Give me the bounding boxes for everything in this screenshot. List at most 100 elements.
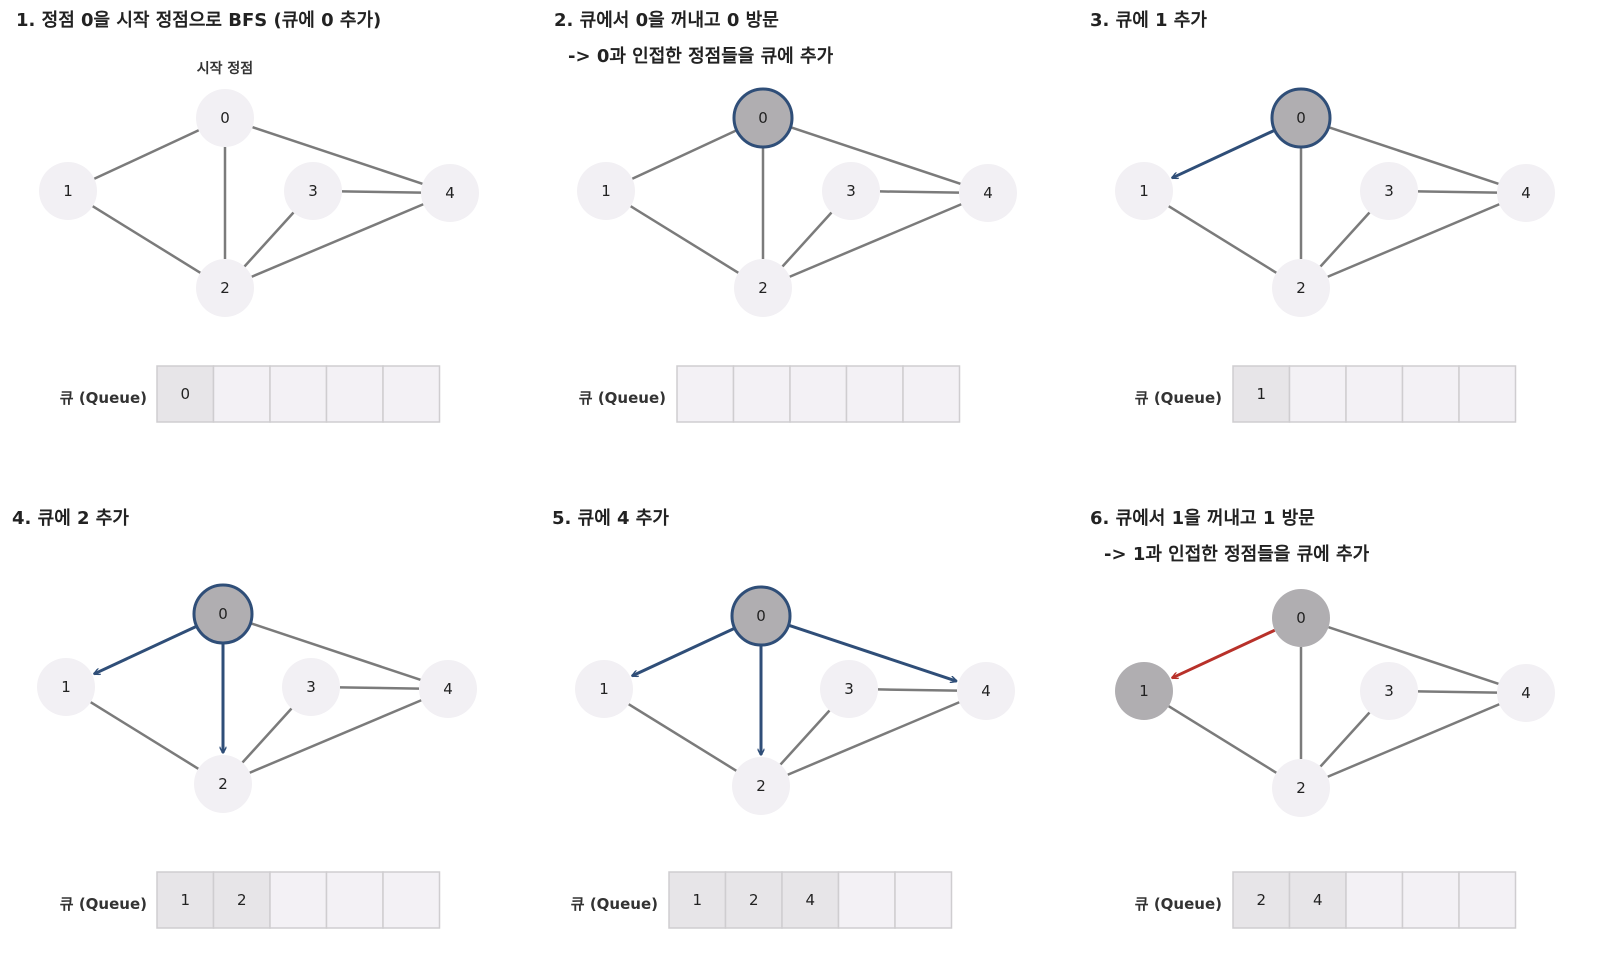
queue-cell-value: 4 (805, 891, 815, 909)
vertex-1 (37, 658, 95, 716)
edge-0-1 (631, 129, 738, 180)
edge-0-4 (1328, 125, 1499, 186)
vertex-0-label: 0 (218, 605, 228, 623)
vertex-2-label: 2 (758, 279, 768, 297)
vertex-4-label: 4 (1521, 184, 1531, 202)
vertex-0-label: 0 (1296, 109, 1306, 127)
vertex-1-label: 1 (63, 182, 73, 200)
step-title: 5. 큐에 4 추가 (552, 508, 669, 529)
queue-cell (382, 871, 441, 929)
edge-1-2 (630, 205, 739, 274)
step-subtitle: -> 0과 인접한 정점들을 큐에 추가 (568, 46, 834, 67)
queue-cell (1458, 871, 1517, 929)
vertex-2 (194, 755, 252, 813)
vertex-3 (822, 162, 880, 220)
queue-cell (325, 365, 384, 423)
edge-2-4 (1327, 703, 1500, 778)
queue-cell (837, 871, 896, 929)
vertex-0-label: 0 (1296, 609, 1306, 627)
bfs-step-panel: 2. 큐에서 0을 꺼내고 0 방문-> 0과 인접한 정점들을 큐에 추가01… (554, 10, 1017, 423)
vertex-3 (284, 162, 342, 220)
edge-2-4 (789, 203, 962, 278)
queue-cell (894, 871, 953, 929)
vertex-2-label: 2 (1296, 279, 1306, 297)
vertex-2-label: 2 (756, 777, 766, 795)
vertex-0 (192, 583, 254, 645)
step-subtitle: -> 1과 인접한 정점들을 큐에 추가 (1104, 544, 1370, 565)
queue-label: 큐 (Queue) (1135, 895, 1222, 913)
edge-2-4 (787, 701, 960, 776)
edge-2-3 (241, 707, 293, 764)
vertex-1 (1115, 162, 1173, 220)
edge-0-4 (790, 125, 961, 186)
vertex-3-label: 3 (1384, 182, 1394, 200)
edge-1-2 (92, 205, 201, 274)
vertex-2 (732, 757, 790, 815)
vertex-0 (732, 87, 794, 149)
queue-label: 큐 (Queue) (60, 389, 147, 407)
vertex-2-label: 2 (1296, 779, 1306, 797)
edge-2-3 (243, 211, 295, 268)
edge-0-4 (250, 621, 421, 682)
queue-cell (668, 871, 727, 929)
queue-cell-value: 2 (237, 891, 247, 909)
vertex-2 (1272, 759, 1330, 817)
vertex-4 (421, 164, 479, 222)
vertex-4 (957, 662, 1015, 720)
traversal-arrow-0-1 (1172, 628, 1276, 680)
queue-cell (1345, 871, 1404, 929)
vertex-3-label: 3 (846, 182, 856, 200)
vertex-1 (575, 660, 633, 718)
queue-cell (1232, 365, 1291, 423)
vertex-1-label: 1 (599, 680, 609, 698)
vertex-3 (282, 658, 340, 716)
vertex-1-label: 1 (1139, 682, 1149, 700)
edge-0-4 (252, 125, 423, 186)
edge-2-4 (1327, 203, 1500, 278)
step-title: 3. 큐에 1 추가 (1090, 10, 1207, 31)
queue-label: 큐 (Queue) (60, 895, 147, 913)
queue-cell-value: 1 (180, 891, 190, 909)
vertex-1-label: 1 (1139, 182, 1149, 200)
edge-3-4 (341, 190, 422, 194)
step-title: 1. 정점 0을 시작 정점으로 BFS (큐에 0 추가) (16, 10, 381, 31)
edge-3-4 (1417, 690, 1498, 694)
queue-cell (902, 365, 961, 423)
edge-3-4 (877, 688, 958, 692)
traversal-arrow-0-4 (788, 623, 957, 681)
edge-2-3 (1319, 711, 1371, 768)
edge-2-4 (249, 699, 422, 774)
queue-cell (1401, 365, 1460, 423)
vertex-3 (1360, 662, 1418, 720)
queue-cell-value: 2 (1256, 891, 1266, 909)
queue-cell (212, 365, 271, 423)
queue-cell (325, 871, 384, 929)
vertex-3 (1360, 162, 1418, 220)
vertex-1 (1115, 662, 1173, 720)
queue-cell (732, 365, 791, 423)
start-vertex-label: 시작 정점 (197, 60, 253, 77)
vertex-0 (1272, 589, 1330, 647)
queue-cell-value: 2 (749, 891, 759, 909)
vertex-2 (734, 259, 792, 317)
edge-1-2 (1168, 705, 1277, 774)
vertex-4-label: 4 (443, 680, 453, 698)
edge-3-4 (339, 686, 420, 690)
vertex-2 (196, 259, 254, 317)
queue-cell (1288, 365, 1347, 423)
queue-label: 큐 (Queue) (571, 895, 658, 913)
step-title: 2. 큐에서 0을 꺼내고 0 방문 (554, 10, 779, 31)
vertex-3-label: 3 (1384, 682, 1394, 700)
queue-label: 큐 (Queue) (1135, 389, 1222, 407)
vertex-4-label: 4 (981, 682, 991, 700)
step-title: 4. 큐에 2 추가 (12, 508, 129, 529)
vertex-1 (577, 162, 635, 220)
edge-1-2 (90, 701, 199, 770)
edge-3-4 (1417, 190, 1498, 194)
queue-cell (1401, 871, 1460, 929)
vertex-3-label: 3 (844, 680, 854, 698)
step-title: 6. 큐에서 1을 꺼내고 1 방문 (1090, 508, 1315, 529)
